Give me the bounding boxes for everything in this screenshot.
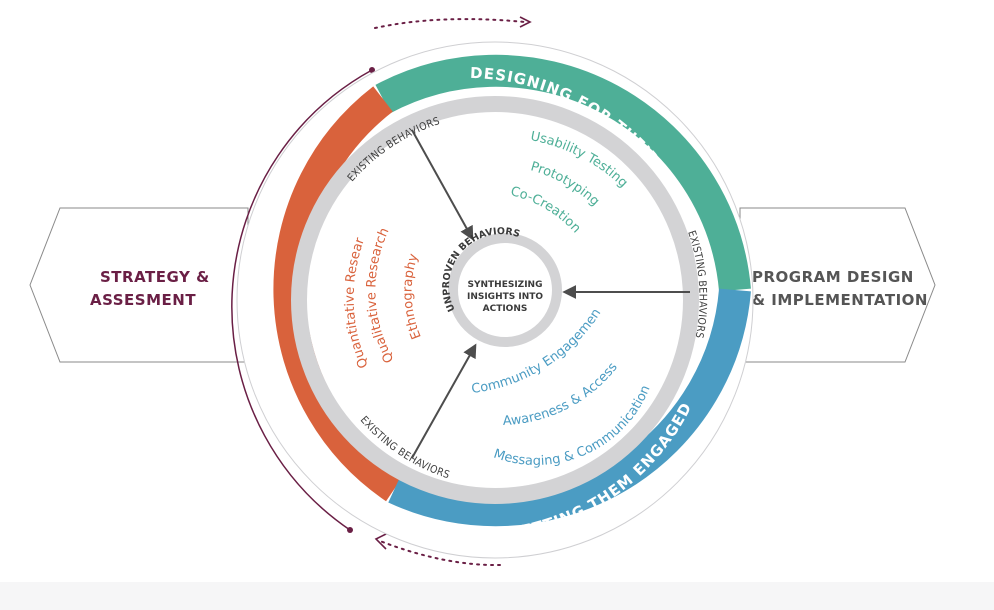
core-line2: INSIGHTS INTO xyxy=(467,292,543,302)
left-arrow-strategy: STRATEGY & ASSESMENT xyxy=(29,207,249,363)
arc-engaged xyxy=(388,288,751,527)
dotted-arrow-top xyxy=(374,16,532,29)
arrow-bottom-to-core xyxy=(411,343,477,459)
arc-designing xyxy=(375,54,751,292)
program-label-line1: PROGRAM DESIGN xyxy=(752,268,914,286)
program-label-line2: & IMPLEMENTATION xyxy=(752,291,928,309)
core-line3: ACTIONS xyxy=(483,304,528,314)
cycle-arc-left xyxy=(231,67,375,533)
core-ring xyxy=(448,233,562,347)
existing-behaviors-ring xyxy=(291,96,699,504)
arrow-top-to-core xyxy=(411,129,474,241)
footer-band xyxy=(0,582,994,610)
strategy-label-line1: STRATEGY & xyxy=(100,268,210,286)
strategy-label-line2: ASSESMENT xyxy=(90,291,196,309)
core-line1: SYNTHESIZING xyxy=(468,280,543,290)
arc-understanding xyxy=(273,86,404,502)
right-arrow-program: PROGRAM DESIGN & IMPLEMENTATION xyxy=(739,207,936,363)
dotted-arrow-bottom xyxy=(374,532,501,567)
